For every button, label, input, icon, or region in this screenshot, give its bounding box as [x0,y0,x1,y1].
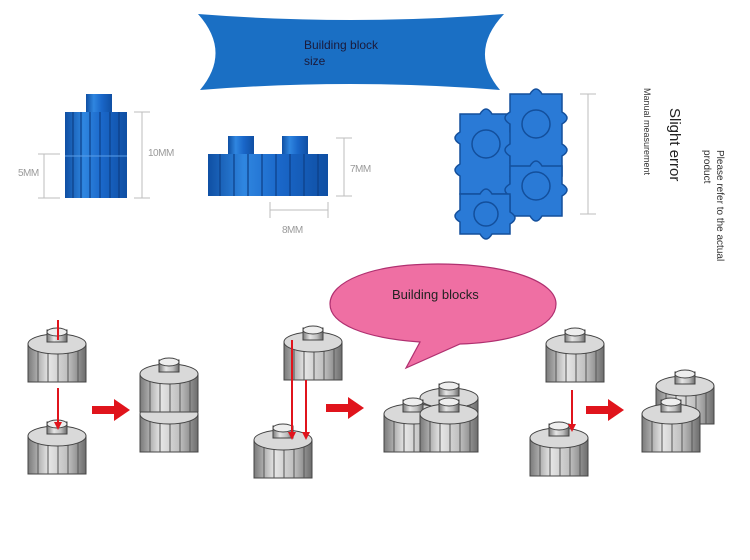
slight-error-note: Slight error [666,108,683,182]
dimension-5mm: 5MM [18,168,39,179]
dimension-7mm: 7MM [350,164,371,175]
refer-actual-product-note: Please refer to the actual product [701,150,725,262]
dimension-8mm: 8MM [282,225,303,236]
banner-title-line1: Building block [304,38,379,52]
stacking-diagrams [27,320,715,479]
speech-bubble [329,263,557,370]
plate-block-illustration [208,136,352,218]
puzzle-mat-illustration [454,88,596,240]
banner-title-line2: size [304,54,326,68]
diagram-3 [529,327,715,477]
dimension-10mm: 10MM [148,148,174,159]
speech-bubble-text: Building blocks [392,287,479,302]
banner-title: Building block size [304,37,424,69]
diagram-2 [253,325,479,479]
title-banner [198,14,504,90]
manual-measurement-note: Manual measurement [642,88,652,176]
diagram-1 [27,320,199,475]
tall-block-illustration [38,94,150,199]
